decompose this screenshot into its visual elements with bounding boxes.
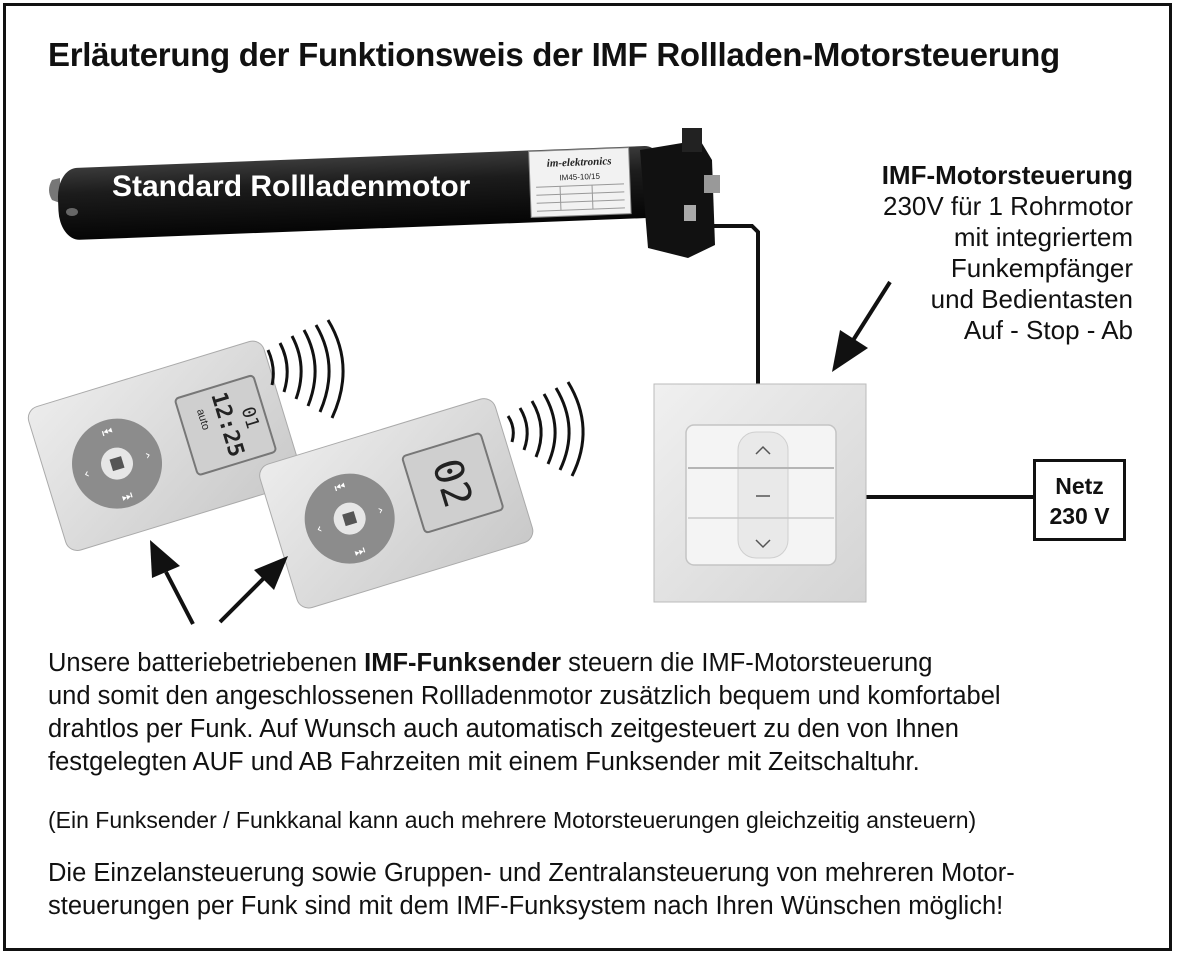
- remote-channel: ⏮ ⏭ ‹ › 02: [257, 396, 536, 611]
- arrow-to-remote1: [150, 540, 193, 624]
- wall-switch: [654, 384, 866, 602]
- motor-label: Standard Rollladenmotor: [112, 170, 470, 204]
- mains-box: Netz 230 V: [1033, 459, 1126, 541]
- p1-prefix: Unsere batteriebetriebenen: [48, 649, 364, 677]
- p1-line: drahtlos per Funk. Auf Wunsch auch autom…: [48, 713, 1001, 746]
- motor-model: IM45-10/15: [559, 172, 600, 183]
- mains-label: Netz: [1036, 471, 1123, 501]
- p1-bold: IMF-Funksender: [364, 649, 561, 677]
- controller-line: 230V für 1 Rohrmotor: [882, 191, 1133, 222]
- controller-line: und Bedientasten: [882, 284, 1133, 315]
- motor-cable: [712, 226, 758, 388]
- p1-line: festgelegten AUF und AB Fahrzeiten mit e…: [48, 746, 1001, 779]
- description-paragraph-3: Die Einzelansteuerung sowie Gruppen- und…: [48, 857, 1015, 923]
- p1-suffix: steuern die IMF-Motorsteuerung: [561, 649, 932, 677]
- remote-timer: ⏮ ⏭ ‹ › 01 12:25 auto: [25, 338, 304, 553]
- p3-line: Die Einzelansteuerung sowie Gruppen- und…: [48, 857, 1015, 890]
- controller-line: mit integriertem: [882, 222, 1133, 253]
- controller-heading: IMF-Motorsteuerung: [882, 160, 1133, 191]
- description-paragraph-1: Unsere batteriebetriebenen IMF-Funksende…: [48, 647, 1001, 779]
- description-paragraph-2: (Ein Funksender / Funkkanal kann auch me…: [48, 804, 976, 837]
- motor-brand: im-elektronics: [547, 155, 612, 169]
- p1-first-line: Unsere batteriebetriebenen IMF-Funksende…: [48, 647, 1001, 680]
- p1-line: und somit den angeschlossenen Rollladenm…: [48, 680, 1001, 713]
- mains-voltage: 230 V: [1036, 501, 1123, 531]
- controller-line: Auf - Stop - Ab: [882, 315, 1133, 346]
- controller-description: IMF-Motorsteuerung 230V für 1 Rohrmotor …: [882, 160, 1133, 346]
- p3-line: steuerungen per Funk sind mit dem IMF-Fu…: [48, 890, 1015, 923]
- arrow-to-remote2: [220, 556, 288, 622]
- radio-waves-2: [508, 382, 583, 476]
- controller-line: Funkempfänger: [882, 253, 1133, 284]
